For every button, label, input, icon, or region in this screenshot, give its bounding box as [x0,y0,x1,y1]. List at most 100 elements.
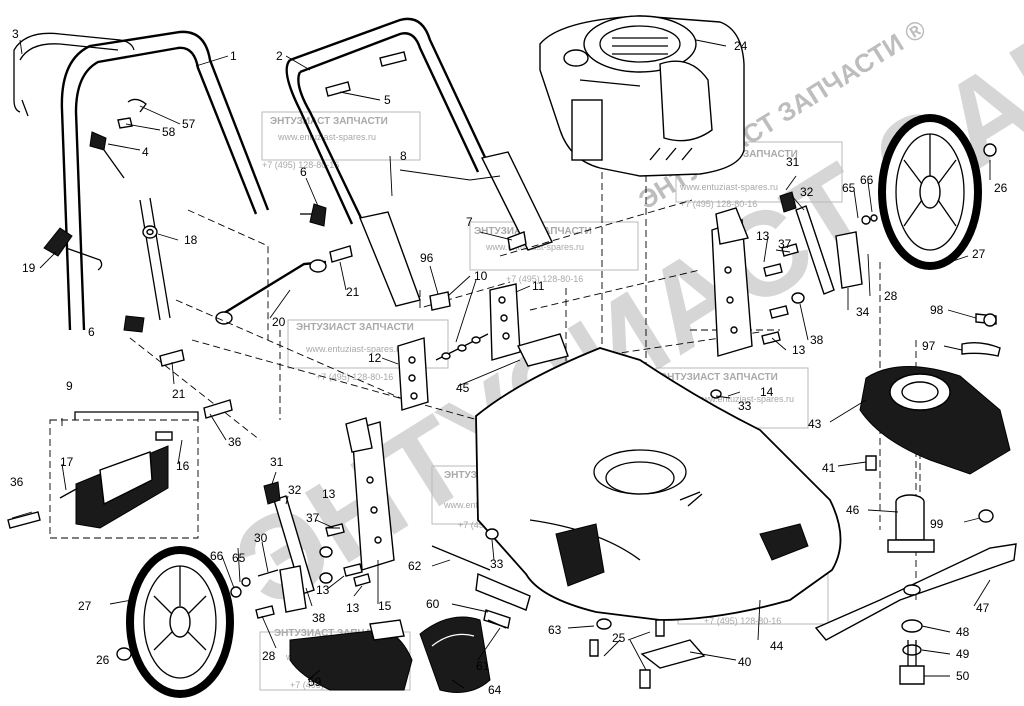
lever-32-lower [263,481,315,613]
clip-57-58 [117,98,147,129]
callout-4: 4 [142,145,149,159]
callout-13c: 13 [346,601,360,615]
callout-21b: 21 [172,387,186,401]
callout-44: 44 [770,639,784,653]
callout-61: 61 [476,659,490,673]
watermark-box-3: ЭНТУЗИАСТ ЗАПЧАСТИ www.entuziast-spares.… [287,319,449,382]
height-rod-20 [215,259,327,325]
lever-32-upper [779,191,835,295]
callout-46: 46 [846,503,860,517]
callout-47: 47 [976,601,990,615]
callout-49: 49 [956,647,970,661]
callout-9: 9 [66,379,73,393]
callout-36a: 36 [228,435,242,449]
callout-31b: 31 [786,155,800,169]
blade-guard-43 [859,365,1011,475]
callout-31a: 31 [270,455,284,469]
callout-27a: 27 [972,247,986,261]
leader-lines [11,39,991,689]
callout-59: 59 [308,675,322,689]
callout-5: 5 [384,93,391,107]
svg-text:ЭНТУЗИАСТ ЗАПЧАСТИ: ЭНТУЗИАСТ ЗАПЧАСТИ [296,322,414,333]
callout-11: 11 [532,279,545,293]
callout-1: 1 [230,49,237,63]
callout-38b: 38 [810,333,824,347]
callout-60: 60 [426,597,440,611]
callout-50: 50 [956,669,970,683]
cable-clip-4 [89,131,125,179]
svg-text:+7 (495) 128-80-16: +7 (495) 128-80-16 [704,616,781,626]
washer-99 [978,509,994,523]
callout-41: 41 [822,461,836,475]
washer-18 [142,225,158,239]
height-bracket-11 [489,283,521,361]
knob-19 [43,227,103,271]
callout-97: 97 [922,339,936,353]
callout-99: 99 [930,517,944,531]
rear-bolts-25-63 [589,618,706,689]
callout-40: 40 [738,655,752,669]
callout-24: 24 [734,39,748,53]
callout-26b: 26 [96,653,110,667]
callout-48: 48 [956,625,970,639]
svg-text:ЭНТУЗИАСТ ЗАПЧАСТИ: ЭНТУЗИАСТ ЗАПЧАСТИ [274,628,392,639]
callout-65a: 65 [232,551,246,565]
callout-12: 12 [368,351,382,365]
callout-3: 3 [12,27,19,41]
svg-text:+7 (495) 128-80-16: +7 (495) 128-80-16 [680,199,757,209]
callout-8: 8 [400,149,407,163]
front-shield-64 [419,616,491,693]
callout-26a: 26 [994,181,1008,195]
callout-16: 16 [176,459,190,473]
height-bracket-12 [397,337,429,411]
svg-text:www.entuziast-spares.ru: www.entuziast-spares.ru [305,344,404,354]
handle-bolts [159,51,407,367]
handle-knob-6-lower [123,315,145,333]
callout-34: 34 [856,305,870,319]
svg-text:ЭНТУЗИАСТ ЗАПЧАСТИ: ЭНТУЗИАСТ ЗАПЧАСТИ [270,116,388,127]
callout-13e: 13 [792,343,806,357]
callout-28b: 28 [262,649,276,663]
rod-10 [435,333,489,361]
bracket-34 [835,214,878,289]
callout-32b: 32 [800,185,814,199]
callout-33b: 33 [738,399,752,413]
bolt-41 [865,455,877,471]
callout-43: 43 [808,417,822,431]
callout-33a: 33 [490,557,504,571]
adapter-46 [887,494,935,553]
callout-18: 18 [184,233,198,247]
callout-28a: 28 [884,289,898,303]
callout-25: 25 [612,631,626,645]
callout-30: 30 [254,531,268,545]
blade-bolt-stack [899,619,925,685]
svg-text:ЭНТУЗИАСТ ЗАПЧАСТИ: ЭНТУЗИАСТ ЗАПЧАСТИ [660,372,778,383]
mower-deck-44 [475,347,842,621]
front-shield-59 [289,619,413,691]
callout-66b: 66 [860,173,874,187]
callout-37a: 37 [306,511,320,525]
callout-13d: 13 [756,229,770,243]
callout-38a: 38 [312,611,326,625]
bracket-60-61 [475,572,531,629]
callout-65b: 65 [842,181,856,195]
callout-96: 96 [420,251,434,265]
engine-24 [539,15,745,177]
spacer-7 [507,231,527,251]
svg-text:+7 (495) 128-80-16: +7 (495) 128-80-16 [262,160,339,170]
callout-36b: 36 [10,475,24,489]
callout-13b: 13 [316,583,330,597]
callout-17: 17 [60,455,74,469]
front-fasteners [230,523,371,619]
callout-45: 45 [456,381,470,395]
svg-text:www.entuziast-spares.ru: www.entuziast-spares.ru [695,394,794,404]
plate-45 [516,333,569,367]
callout-37b: 37 [778,237,792,251]
svg-text:www.entuziast-spares.ru: www.entuziast-spares.ru [277,132,376,142]
bracket-96 [429,291,451,311]
control-bar-3 [13,32,135,117]
callout-27b: 27 [78,599,92,613]
callout-98: 98 [930,303,944,317]
